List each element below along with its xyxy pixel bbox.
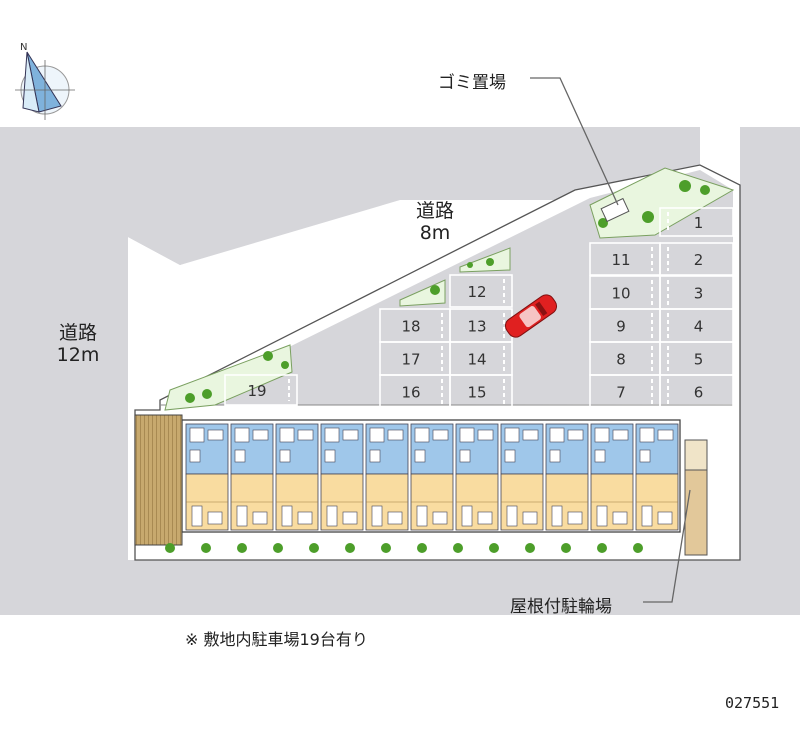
apartment-unit — [275, 423, 319, 531]
stall-number-16: 16 — [401, 384, 420, 402]
shrub — [381, 543, 391, 553]
road-area — [0, 127, 800, 615]
stall-number-7: 7 — [616, 384, 626, 402]
garbage-station — [600, 197, 630, 223]
stall-number-17: 17 — [401, 351, 420, 369]
shrub — [345, 543, 355, 553]
stall-number-18: 18 — [401, 318, 420, 336]
shrub — [417, 543, 427, 553]
parking-stall-18 — [379, 308, 451, 343]
north-road-width: 8m — [419, 222, 451, 244]
stall-number-5: 5 — [694, 351, 704, 369]
stall-number-6: 6 — [694, 384, 704, 402]
parking-stall-12 — [449, 274, 513, 308]
parking-stall-10 — [589, 275, 661, 310]
stall-number-14: 14 — [467, 351, 486, 369]
apartment-unit — [185, 423, 229, 531]
callout-lines — [530, 77, 691, 603]
shrub — [201, 543, 211, 553]
shrub — [309, 543, 319, 553]
shrub — [633, 543, 643, 553]
apartment-unit — [410, 423, 454, 531]
apartment-unit — [500, 423, 544, 531]
shrub — [237, 543, 247, 553]
parking-stall-11 — [589, 242, 661, 276]
shrub — [525, 543, 535, 553]
stall-number-1: 1 — [694, 214, 704, 232]
stall-number-11: 11 — [611, 251, 630, 269]
shrub — [165, 543, 175, 553]
stall-number-4: 4 — [694, 318, 704, 336]
west-road-name: 道路 — [58, 322, 97, 344]
stall-number-2: 2 — [694, 251, 704, 269]
stall-number-9: 9 — [616, 318, 626, 336]
apartment-unit — [365, 423, 409, 531]
shrub — [597, 543, 607, 553]
apartment-unit — [320, 423, 364, 531]
car-icon — [504, 294, 558, 338]
stall-number-12: 12 — [467, 283, 486, 301]
shrub — [561, 543, 571, 553]
stall-number-8: 8 — [616, 351, 626, 369]
west-road-label: 道路 12m — [38, 322, 118, 366]
apartment-unit — [545, 423, 589, 531]
stall-number-19: 19 — [247, 382, 266, 400]
west-road-width: 12m — [56, 344, 100, 366]
stall-number-3: 3 — [694, 285, 704, 303]
apartment-units — [185, 423, 679, 531]
north-road-label: 道路 8m — [395, 200, 475, 244]
stall-number-15: 15 — [467, 384, 486, 402]
apartment-unit — [230, 423, 274, 531]
north-road-name: 道路 — [415, 200, 454, 222]
parking-stall-19 — [224, 374, 298, 406]
apartment-unit — [635, 423, 679, 531]
green-areas — [164, 167, 735, 411]
parking-stall-1 — [659, 207, 734, 237]
bicycle-callout: 屋根付駐輪場 — [510, 597, 612, 617]
shrub — [489, 543, 499, 553]
apartment-unit — [455, 423, 499, 531]
compass-icon: N — [15, 42, 75, 120]
compass-label: N — [20, 42, 27, 53]
stall-number-10: 10 — [611, 285, 630, 303]
parking-note: ※ 敷地内駐車場19台有り — [185, 630, 368, 649]
stall-number-13: 13 — [467, 318, 486, 336]
shrub-row — [165, 543, 643, 553]
apartment-unit — [590, 423, 634, 531]
shrub — [273, 543, 283, 553]
garbage-callout: ゴミ置場 — [438, 73, 506, 93]
map-code: 027551 — [725, 694, 780, 712]
shrub — [453, 543, 463, 553]
